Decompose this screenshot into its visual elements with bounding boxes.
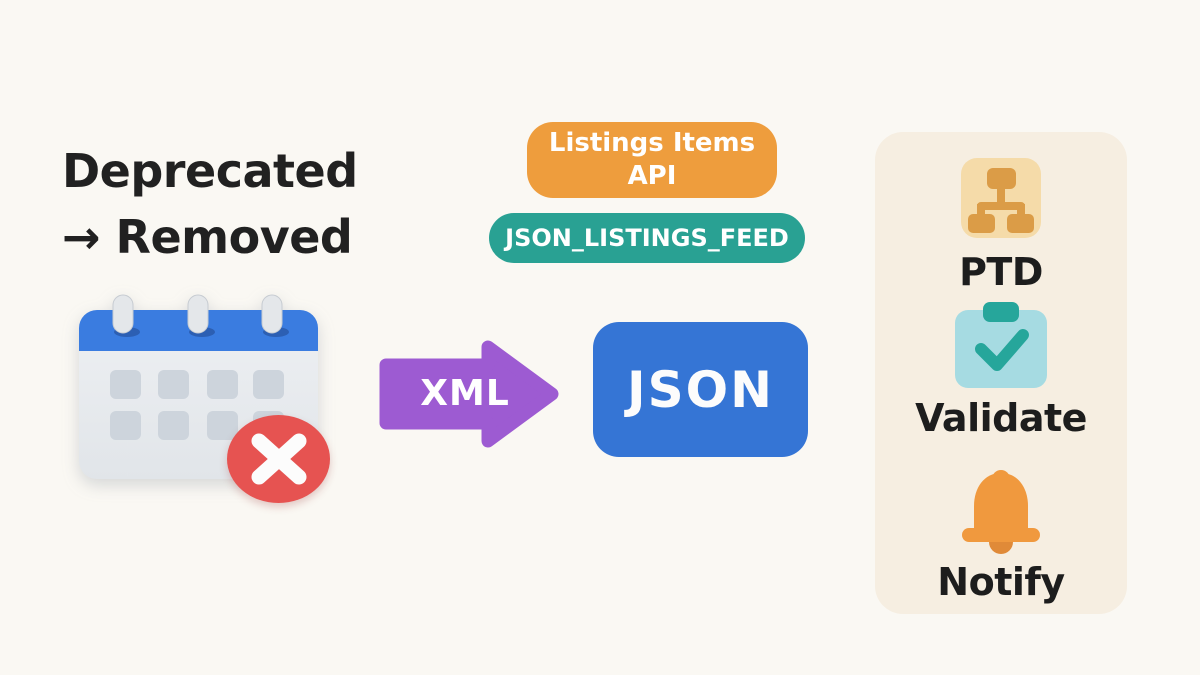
x-icon (251, 433, 306, 485)
arrow-right-icon (379, 340, 559, 448)
xml-arrow (372, 333, 567, 455)
api-badge-line2: API (627, 161, 677, 191)
calendar-deprecated-icon (79, 291, 330, 506)
headline: Deprecated → Removed (62, 138, 358, 270)
listings-items-api-badge: Listings Items API (527, 122, 777, 198)
feed-badge-label: JSON_LISTINGS_FEED (505, 224, 789, 252)
xml-label: XML (420, 373, 510, 414)
panel-item-validate-label: Validate (915, 396, 1087, 440)
api-badge-line1: Listings Items (548, 128, 756, 158)
clipboard-check-icon (955, 302, 1047, 388)
calendar-icon (79, 294, 318, 479)
headline-line-deprecated: Deprecated (62, 144, 358, 198)
json-box: JSON (593, 322, 808, 457)
cancel-badge (227, 415, 330, 503)
workflow-panel: PTD Validate Notify (875, 132, 1127, 614)
sitemap-icon (961, 158, 1041, 238)
panel-item-ptd-label: PTD (959, 250, 1043, 294)
bell-icon (962, 470, 1040, 554)
json-label: JSON (627, 360, 774, 419)
panel-item-notify-label: Notify (937, 560, 1065, 604)
json-listings-feed-badge: JSON_LISTINGS_FEED (489, 213, 805, 263)
headline-line-removed: → Removed (62, 210, 353, 264)
